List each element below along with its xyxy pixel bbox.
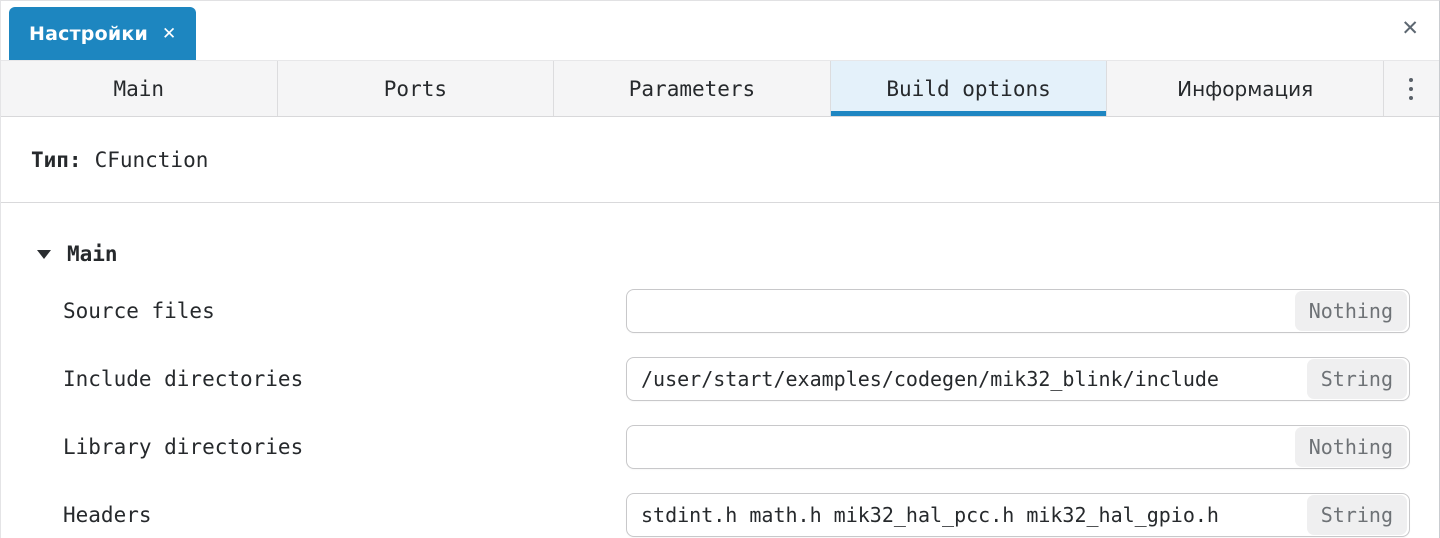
tab-close-icon[interactable]: ✕	[161, 23, 177, 44]
tab-information[interactable]: Информация	[1107, 61, 1384, 116]
type-badge[interactable]: String	[1306, 359, 1407, 399]
document-tab-settings[interactable]: Настройки ✕	[9, 7, 197, 60]
tab-build-options-label: Build options	[886, 76, 1051, 101]
tab-ports[interactable]: Ports	[278, 61, 555, 116]
collapse-triangle-icon	[37, 249, 51, 259]
field-row-headers: Headers stdint.h math.h mik32_hal_pcc.h …	[37, 493, 1410, 537]
headers-input[interactable]: stdint.h math.h mik32_hal_pcc.h mik32_ha…	[626, 493, 1410, 537]
type-badge[interactable]: Nothing	[1294, 291, 1407, 331]
field-row-library-directories: Library directories Nothing	[37, 425, 1410, 469]
tab-information-label: Информация	[1177, 76, 1314, 101]
tab-overflow-button[interactable]	[1384, 61, 1439, 116]
tab-main[interactable]: Main	[1, 61, 278, 116]
overflow-menu-icon	[1409, 77, 1414, 100]
field-label: Source files	[63, 299, 215, 323]
tab-ports-label: Ports	[383, 76, 447, 101]
type-badge[interactable]: Nothing	[1294, 427, 1407, 467]
type-label: Тип:	[31, 147, 82, 172]
tab-parameters-label: Parameters	[628, 76, 756, 101]
type-badge[interactable]: String	[1306, 495, 1407, 535]
field-label: Include directories	[63, 367, 304, 391]
panel-close-icon[interactable]: ✕	[1401, 16, 1419, 40]
tab-parameters[interactable]: Parameters	[554, 61, 831, 116]
field-value: /user/start/examples/codegen/mik32_blink…	[641, 367, 1219, 391]
build-options-form: Main Source files Nothing Include direct…	[1, 203, 1439, 537]
section-title: Main	[67, 242, 118, 266]
source-files-input[interactable]: Nothing	[626, 289, 1410, 333]
panel-header: Настройки ✕ ✕	[1, 1, 1439, 60]
tab-build-options[interactable]: Build options	[830, 61, 1108, 116]
tab-main-label: Main	[113, 76, 165, 101]
type-value: CFunction	[94, 147, 209, 172]
field-row-source-files: Source files Nothing	[37, 289, 1410, 333]
document-tab-title: Настройки	[29, 22, 148, 45]
settings-tabbar: Main Ports Parameters Build options Инфо…	[1, 60, 1439, 117]
library-directories-input[interactable]: Nothing	[626, 425, 1410, 469]
field-label: Library directories	[63, 435, 304, 459]
section-header-main[interactable]: Main	[37, 241, 1410, 267]
include-directories-input[interactable]: /user/start/examples/codegen/mik32_blink…	[626, 357, 1410, 401]
field-label: Headers	[63, 503, 152, 527]
field-row-include-directories: Include directories /user/start/examples…	[37, 357, 1410, 401]
type-panel: Тип: CFunction	[1, 117, 1439, 203]
field-value: stdint.h math.h mik32_hal_pcc.h mik32_ha…	[641, 503, 1219, 527]
